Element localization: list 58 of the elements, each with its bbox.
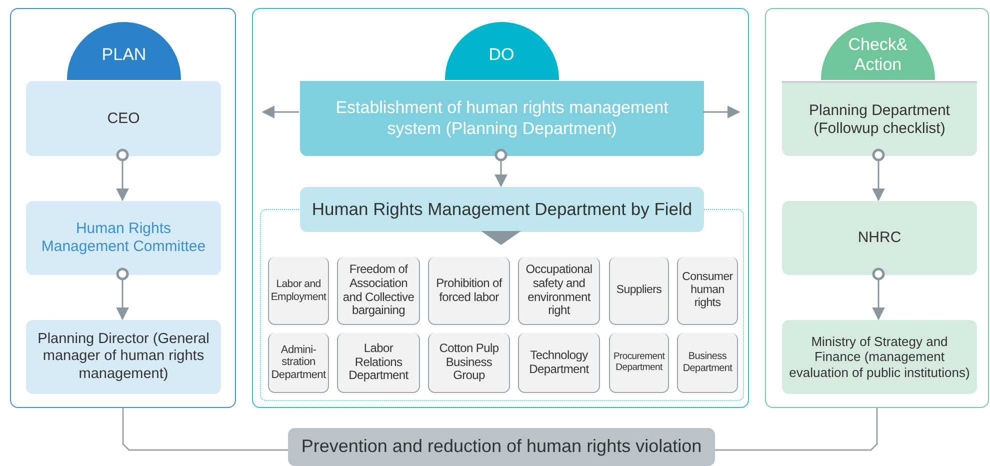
department-box [609, 257, 669, 325]
department-box [609, 333, 669, 393]
process-box [26, 320, 221, 394]
arrow [116, 148, 129, 202]
department-box [337, 333, 420, 393]
box-label: Consumer human rights [681, 270, 734, 310]
connector-line [715, 408, 878, 451]
box-label: Labor and Employment [270, 278, 327, 303]
arrow [872, 148, 885, 202]
arrow [494, 148, 508, 188]
department-box [428, 333, 510, 393]
box-label: CEO [107, 110, 140, 128]
department-box [677, 257, 738, 325]
arrow [262, 106, 299, 118]
box-label: Procurement Department [612, 352, 666, 374]
department-box [518, 257, 600, 325]
process-box [26, 201, 221, 275]
box-label: Admini- stration Department [270, 344, 327, 382]
box-label: Prevention and reduction of human rights violation [301, 436, 702, 458]
process-box [300, 81, 704, 156]
box-label: Prohibition of forced labor [435, 276, 504, 304]
box-label: Establishment of human rights management system (Planning Department) [334, 98, 670, 139]
box-label: Technology Department [528, 348, 590, 376]
process-box [782, 201, 977, 275]
box-label: Occupational safety and environment right [524, 262, 594, 318]
department-box [428, 257, 510, 325]
do-panel [252, 8, 749, 408]
arrow [703, 106, 740, 118]
phase-title: DO [488, 44, 516, 66]
box-label: Business Department [682, 351, 734, 374]
department-box [268, 333, 329, 393]
department-box [677, 333, 738, 393]
box-label: Freedom of Association and Collective bargaining [342, 262, 416, 318]
box-label: Human Rights Management Committee [40, 220, 207, 256]
check-action-panel [765, 8, 989, 408]
box-label: Labor Relations Department [348, 342, 410, 384]
block-arrow [481, 231, 521, 245]
box-label: Planning Department (Followup checklist) [808, 102, 951, 138]
box-label: Human Rights Management Department by Field [312, 199, 692, 220]
arrow [116, 268, 129, 320]
box-label: Ministry of Strategy and Finance (management evaluation of public institutions) [788, 334, 971, 380]
process-box [782, 320, 977, 394]
connector-line [122, 408, 288, 451]
outcome-banner [288, 428, 715, 466]
department-box [518, 333, 600, 393]
phase-title: Check& Action [847, 34, 909, 76]
process-box [26, 81, 221, 156]
box-label: NHRC [858, 229, 902, 247]
box-label: Cotton Pulp Business Group [438, 342, 500, 384]
arrow [872, 268, 885, 320]
phase-title: PLAN [100, 44, 148, 66]
process-box [782, 81, 977, 156]
group-heading-box [300, 187, 704, 232]
plan-panel [10, 8, 236, 408]
box-label: Suppliers [616, 284, 662, 298]
box-label: Planning Director (General manager of human rights management) [36, 330, 210, 384]
department-box [268, 257, 329, 325]
department-box [337, 257, 420, 325]
